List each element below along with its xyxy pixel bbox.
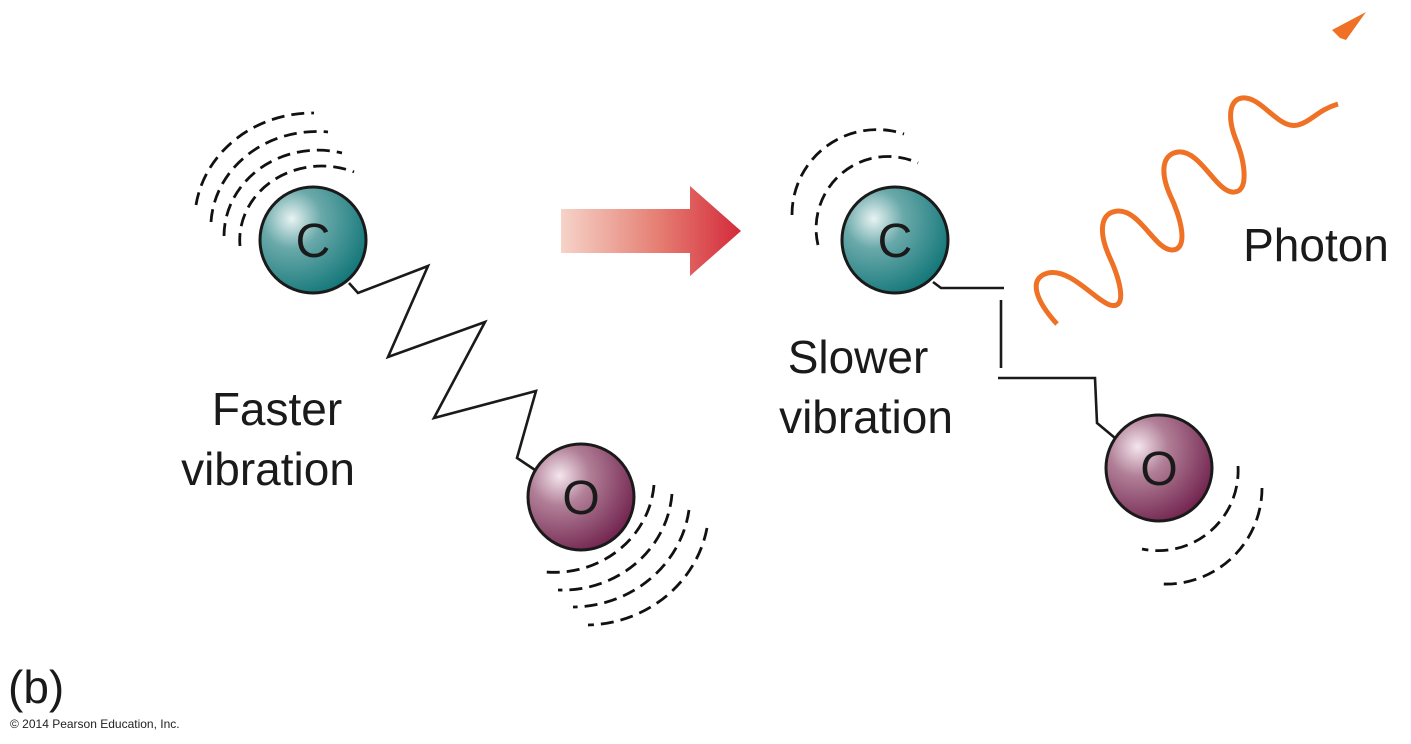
oxygen-motion-arcs-left xyxy=(545,484,709,627)
oxygen-symbol: O xyxy=(1140,443,1177,496)
oxygen-motion-arcs-right xyxy=(1141,465,1264,586)
carbon-sphere xyxy=(258,185,368,295)
slower-label: Slower xyxy=(788,331,929,383)
photon-arrowhead xyxy=(1332,12,1366,40)
oxygen-atom-left: O xyxy=(526,442,636,552)
vibration-label-left: vibration xyxy=(181,443,355,495)
right-arrow-icon xyxy=(561,186,741,276)
right-molecule: C O Slower vibration xyxy=(779,128,1264,586)
photon-label: Photon xyxy=(1243,219,1389,271)
faster-label: Faster xyxy=(212,383,342,435)
spring-tail xyxy=(998,376,1116,439)
oxygen-sphere xyxy=(1104,413,1214,523)
oxygen-atom-right: O xyxy=(1104,413,1214,523)
photon: Photon xyxy=(1033,12,1389,326)
carbon-atom-left: C xyxy=(258,185,368,295)
carbon-symbol: C xyxy=(878,215,913,268)
relaxed-spring-bond xyxy=(932,280,1004,290)
carbon-motion-arcs-right xyxy=(790,128,919,246)
carbon-motion-arcs-left xyxy=(194,111,355,247)
panel-label: (b) xyxy=(8,661,64,713)
carbon-symbol: C xyxy=(296,215,331,268)
oxygen-sphere xyxy=(526,442,636,552)
oxygen-symbol: O xyxy=(562,472,599,525)
compressed-spring-bond xyxy=(348,263,538,472)
wavy-arrow-icon xyxy=(1033,95,1339,326)
carbon-sphere xyxy=(840,185,950,295)
carbon-atom-right: C xyxy=(840,185,950,295)
copyright-notice: © 2014 Pearson Education, Inc. xyxy=(10,717,180,731)
left-molecule: C O Faster vibration xyxy=(181,111,709,627)
vibration-label-right: vibration xyxy=(779,391,953,443)
